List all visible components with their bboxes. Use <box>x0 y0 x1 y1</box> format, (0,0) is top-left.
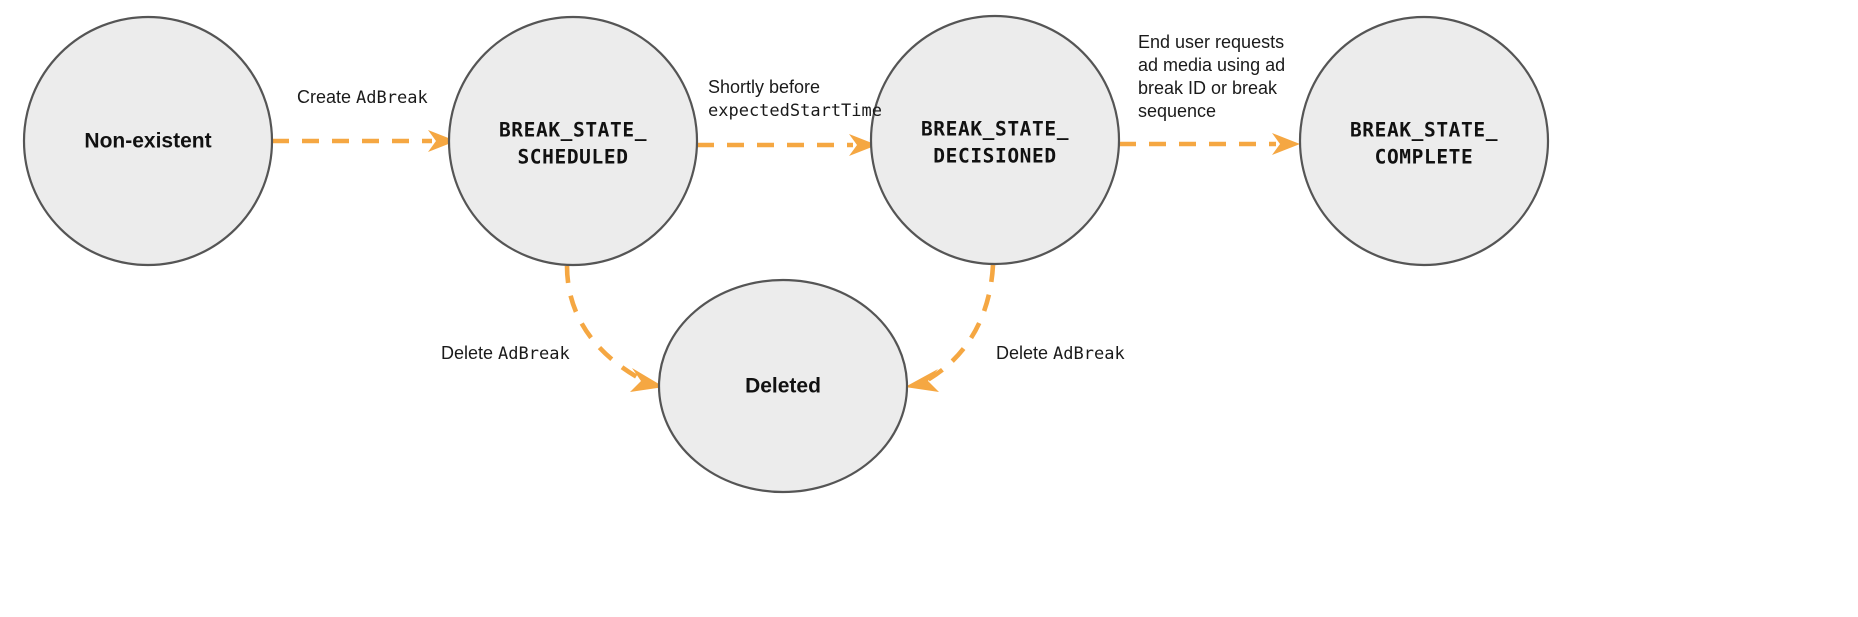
node-label-break-state-scheduled-line1: BREAK_STATE_ <box>499 119 647 142</box>
edge-delete-adbreak-from-decisioned <box>905 264 996 392</box>
arrowhead-icon <box>630 368 664 392</box>
node-label-non-existent: Non-existent <box>84 130 211 153</box>
node-shape <box>869 14 1121 266</box>
node-shape <box>447 15 699 267</box>
arrowhead-icon <box>849 134 877 156</box>
edge-line <box>920 264 996 386</box>
edge-shortly-before-expected-start-time <box>697 134 877 156</box>
node-break-state-complete[interactable]: BREAK_STATE_ COMPLETE <box>1298 15 1550 267</box>
node-deleted[interactable]: Deleted <box>657 278 909 494</box>
node-label-break-state-complete-line2: COMPLETE <box>1375 146 1474 169</box>
edge-create-adbreak <box>272 130 456 152</box>
arrowhead-icon <box>905 369 939 392</box>
node-shape <box>657 278 909 494</box>
node-label-break-state-scheduled-line2: SCHEDULED <box>517 146 628 169</box>
node-label-break-state-decisioned-line2: DECISIONED <box>933 145 1056 168</box>
node-break-state-decisioned[interactable]: BREAK_STATE_ DECISIONED <box>869 14 1121 266</box>
edge-line <box>564 265 648 385</box>
node-label-break-state-complete-line1: BREAK_STATE_ <box>1350 119 1498 142</box>
node-shape <box>22 15 274 267</box>
edge-label-delete-adbreak-from-decisioned: Delete AdBreak <box>996 343 1125 364</box>
node-break-state-scheduled[interactable]: BREAK_STATE_ SCHEDULED <box>447 15 699 267</box>
node-label-deleted: Deleted <box>745 375 821 398</box>
node-label-break-state-decisioned-line1: BREAK_STATE_ <box>921 118 1069 141</box>
arrowhead-icon <box>428 130 456 152</box>
node-shape <box>1298 15 1550 267</box>
edge-delete-adbreak-from-scheduled <box>564 265 664 392</box>
edge-label-delete-adbreak-from-scheduled: Delete AdBreak <box>441 343 570 364</box>
edge-end-user-requests-ad-media <box>1119 133 1300 155</box>
node-non-existent[interactable]: Non-existent <box>22 15 274 267</box>
edge-label-create-adbreak: Create AdBreak <box>297 87 428 108</box>
arrowhead-icon <box>1272 133 1300 155</box>
